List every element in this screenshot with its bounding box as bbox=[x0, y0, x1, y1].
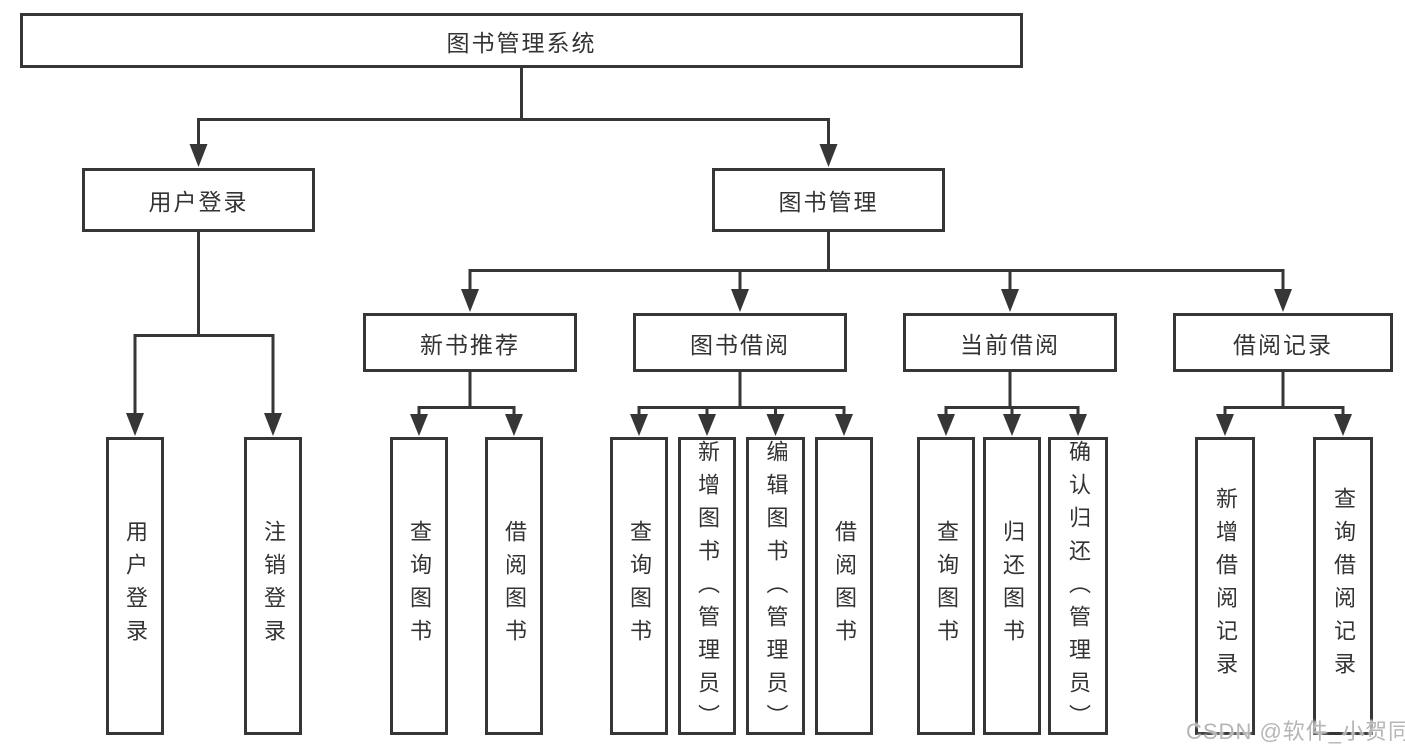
node-current-borrowing: 当前借阅 bbox=[903, 313, 1117, 372]
leaf-user-login: 用户登录 bbox=[106, 437, 164, 735]
node-book-borrowing: 图书借阅 bbox=[633, 313, 847, 372]
leaf-current-confirm-return-admin: 确认归还（管理员） bbox=[1048, 437, 1108, 737]
node-borrow-records: 借阅记录 bbox=[1173, 313, 1393, 372]
arrowheads bbox=[126, 144, 1352, 436]
leaf-borrow-borrow-books: 借阅图书 bbox=[815, 437, 873, 735]
leaf-borrow-query-books: 查询图书 bbox=[610, 437, 668, 735]
leaf-user-logout: 注销登录 bbox=[244, 437, 302, 735]
node-library-management-system: 图书管理系统 bbox=[20, 13, 1023, 68]
csdn-watermark: CSDN @软件_小贺同学 bbox=[1186, 719, 1405, 744]
node-new-book-recommend: 新书推荐 bbox=[363, 313, 577, 372]
leaf-record-query-borrow-record: 查询借阅记录 bbox=[1313, 437, 1373, 735]
leaf-newbook-borrow-books: 借阅图书 bbox=[485, 437, 543, 735]
leaf-borrow-edit-books-admin: 编辑图书（管理员） bbox=[746, 437, 805, 737]
node-user-login: 用户登录 bbox=[82, 168, 315, 232]
leaf-current-query-books: 查询图书 bbox=[917, 437, 975, 735]
leaf-newbook-query-books: 查询图书 bbox=[390, 437, 448, 735]
leaf-borrow-add-books-admin: 新增图书（管理员） bbox=[678, 437, 736, 737]
leaf-record-add-borrow-record: 新增借阅记录 bbox=[1195, 437, 1255, 735]
node-book-management: 图书管理 bbox=[712, 168, 945, 232]
leaf-current-return-books: 归还图书 bbox=[983, 437, 1041, 735]
